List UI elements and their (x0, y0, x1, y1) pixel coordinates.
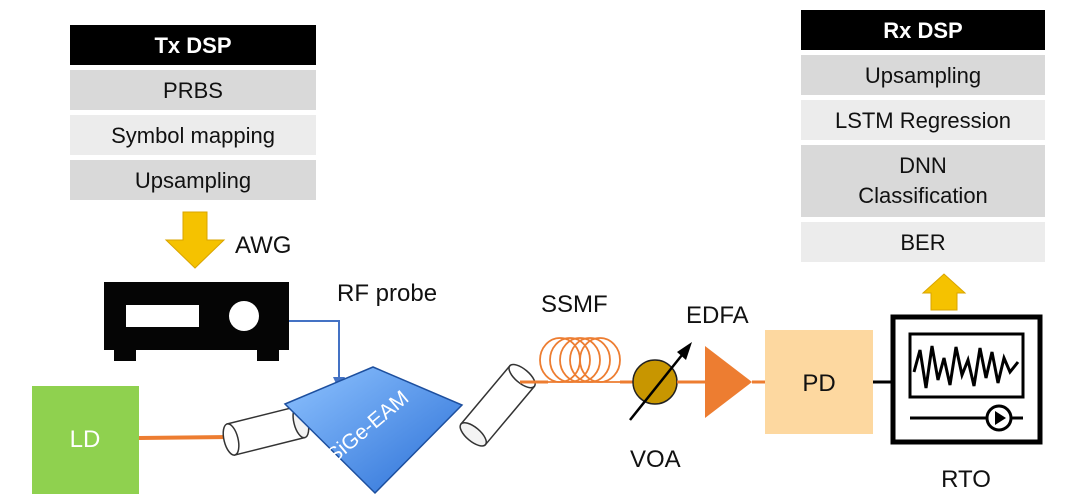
ld-laser-block (32, 386, 139, 494)
rx-dsp-row-lstm (801, 100, 1045, 140)
edfa-amplifier-icon (705, 346, 752, 418)
tx-dsp-row-symbol-mapping (70, 115, 316, 155)
rf-probe-line (289, 320, 340, 382)
voa-tuning-arrowhead-icon (677, 342, 692, 360)
right-lensed-fiber-icon (459, 363, 536, 447)
awg-instrument-icon (104, 282, 289, 361)
rto-label: RTO (941, 466, 991, 493)
ssmf-label: SSMF (541, 291, 608, 318)
rf-probe-label: RF probe (337, 280, 437, 307)
ld-label: LD (70, 426, 101, 453)
tx-dsp-header (70, 25, 316, 65)
tx-dsp-row-upsampling (70, 160, 316, 200)
tx-dsp-table: Tx DSP PRBS Symbol mapping Upsampling (70, 25, 316, 200)
rx-dsp-row-ber (801, 222, 1045, 262)
rx-up-arrow-icon (921, 273, 967, 311)
rx-dsp-row-dnn (801, 145, 1045, 217)
rx-dsp-row-ber-label: BER (900, 230, 945, 255)
ssmf-coil-icon (539, 337, 628, 383)
rx-dsp-row-lstm-label: LSTM Regression (835, 108, 1011, 133)
tx-dsp-row-prbs-label: PRBS (163, 78, 223, 103)
voa-label: VOA (630, 446, 681, 473)
pd-photodiode-block (765, 330, 873, 434)
sige-eam-chip (283, 366, 464, 495)
rx-dsp-row-dnn-label-1: DNN (899, 153, 947, 178)
tx-dsp-row-symbol-mapping-label: Symbol mapping (111, 123, 275, 148)
awg-label: AWG (235, 232, 291, 259)
voa-attenuator-icon (632, 359, 678, 405)
ld-fiber-line (138, 435, 231, 440)
tx-dsp-row-upsampling-label: Upsampling (135, 168, 251, 193)
rx-dsp-row-upsampling (801, 55, 1045, 95)
rto-oscilloscope-icon (890, 314, 1043, 445)
edfa-label: EDFA (686, 302, 749, 329)
rx-dsp-table: Rx DSP Upsampling LSTM Regression DNN Cl… (801, 10, 1045, 262)
rx-dsp-row-upsampling-label: Upsampling (865, 63, 981, 88)
tx-down-arrow-icon (164, 211, 226, 269)
tx-dsp-row-prbs (70, 70, 316, 110)
rx-dsp-header (801, 10, 1045, 50)
pd-label: PD (802, 370, 835, 397)
tx-dsp-header-label: Tx DSP (154, 33, 231, 58)
rx-dsp-row-dnn-label-2: Classification (858, 183, 988, 208)
voa-tuning-arrow-line (629, 349, 687, 421)
rx-dsp-header-label: Rx DSP (883, 18, 962, 43)
